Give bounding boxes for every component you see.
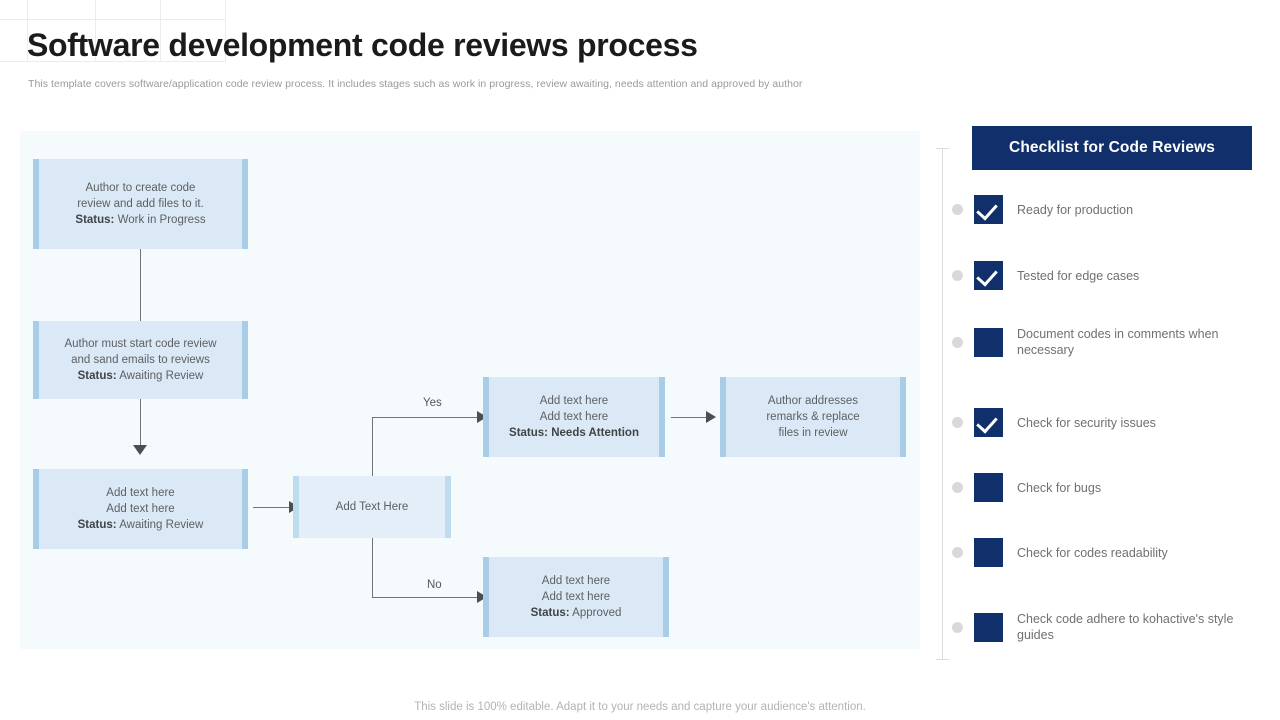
checklist-item-label: Check for bugs [1017, 480, 1102, 495]
checklist-item-label: Check code adhere to kohactive's style g… [1017, 612, 1234, 642]
checklist-bullet-dot [952, 482, 963, 493]
checklist-bullet-dot [952, 270, 963, 281]
flow-box-approved-text: Add text here Add text here Status: Appr… [530, 575, 622, 619]
flow-box-author-create-text: Author to create code review and add fil… [75, 182, 206, 226]
checklist-item[interactable]: Check for security issues [952, 408, 1252, 437]
checklist-item-label: Document codes in comments when necessar… [1017, 327, 1219, 357]
flow-box-author-start-text: Author must start code review and sand e… [64, 338, 217, 382]
page-subtitle: This template covers software/applicatio… [28, 78, 803, 90]
connector-attention-to-addresses [671, 417, 708, 418]
checklist-bullet-dot [952, 417, 963, 428]
flowchart-panel: Author to create code review and add fil… [20, 131, 920, 649]
checklist-item[interactable]: Document codes in comments when necessar… [952, 326, 1252, 358]
checklist-item-label: Tested for edge cases [1017, 268, 1140, 283]
checklist-bullet-dot [952, 204, 963, 215]
checklist-item-label: Check for security issues [1017, 415, 1156, 430]
checkbox-unchecked-icon[interactable] [974, 538, 1003, 567]
footer-note: This slide is 100% editable. Adapt it to… [414, 701, 866, 713]
page-title: Software development code reviews proces… [27, 27, 698, 63]
checkbox-unchecked-icon[interactable] [974, 327, 1003, 357]
arrowhead-right-icon [706, 411, 716, 423]
flow-box-approved[interactable]: Add text here Add text here Status: Appr… [483, 557, 669, 637]
checklist-title: Checklist for Code Reviews [972, 126, 1252, 170]
flow-box-decision[interactable]: Add Text Here [293, 476, 451, 538]
checklist-item[interactable]: Check code adhere to kohactive's style g… [952, 611, 1252, 643]
flow-box-author-addresses[interactable]: Author addresses remarks & replace files… [720, 377, 906, 457]
checklist-bullet-dot [952, 336, 963, 348]
flow-box-needs-attention[interactable]: Add text here Add text here Status: Need… [483, 377, 665, 457]
branch-no-vertical [372, 538, 373, 598]
flow-box-awaiting-review-text: Add text here Add text here Status: Awai… [77, 487, 204, 531]
connector-create-to-start [140, 249, 141, 321]
checklist-rail [942, 148, 943, 660]
checklist-bullet-dot [952, 621, 963, 633]
flow-box-author-addresses-text: Author addresses remarks & replace files… [766, 395, 860, 439]
checklist-rail-bottom-cap [936, 659, 949, 660]
flow-box-needs-attention-text: Add text here Add text here Status: Need… [509, 395, 639, 439]
flow-box-awaiting-review[interactable]: Add text here Add text here Status: Awai… [33, 469, 248, 549]
checkbox-checked-icon[interactable] [974, 261, 1003, 290]
checklist-item[interactable]: Ready for production [952, 195, 1252, 224]
checklist-bullet-dot [952, 547, 963, 558]
branch-label-yes: Yes [423, 397, 442, 409]
checkbox-checked-icon[interactable] [974, 408, 1003, 437]
branch-yes-vertical [372, 417, 373, 476]
arrowhead-right-icon [477, 591, 487, 603]
branch-no-horizontal [372, 597, 482, 598]
checkbox-unchecked-icon[interactable] [974, 473, 1003, 502]
flow-box-author-start[interactable]: Author must start code review and sand e… [33, 321, 248, 399]
connector-awaiting-to-decision [253, 507, 291, 508]
checklist-item[interactable]: Check for codes readability [952, 538, 1252, 567]
checkbox-unchecked-icon[interactable] [974, 612, 1003, 642]
branch-yes-horizontal [372, 417, 482, 418]
checklist-item[interactable]: Tested for edge cases [952, 261, 1252, 290]
flow-box-decision-text: Add Text Here [335, 501, 409, 513]
checklist-item-label: Ready for production [1017, 202, 1134, 217]
checklist-item[interactable]: Check for bugs [952, 473, 1252, 502]
arrowhead-down-icon [133, 445, 147, 455]
branch-label-no: No [427, 579, 442, 591]
connector-start-to-awaiting [140, 399, 141, 446]
flow-box-author-create[interactable]: Author to create code review and add fil… [33, 159, 248, 249]
arrowhead-right-icon [477, 411, 487, 423]
checklist-rail-top-cap [936, 148, 949, 149]
checklist-item-label: Check for codes readability [1017, 545, 1168, 560]
checkbox-checked-icon[interactable] [974, 195, 1003, 224]
